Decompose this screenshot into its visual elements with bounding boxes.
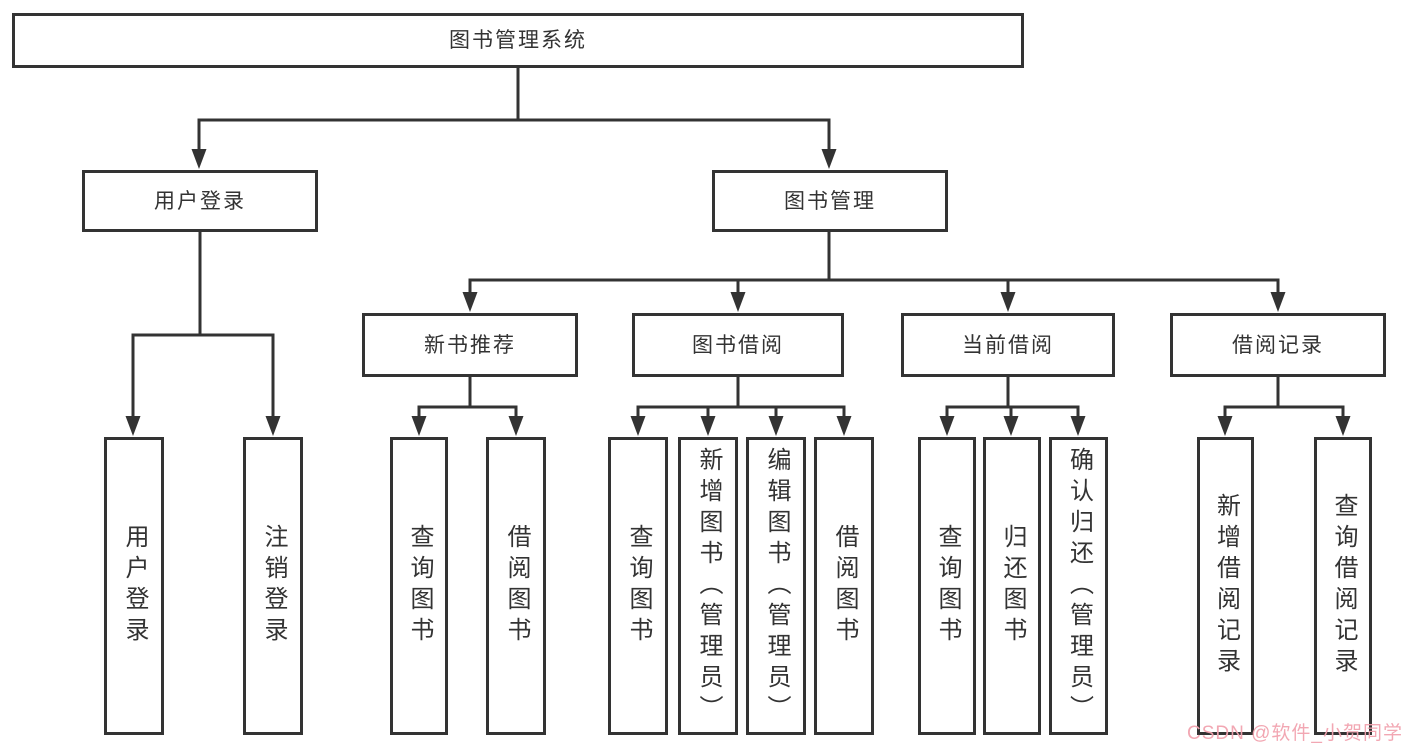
arrowhead-icon: [125, 416, 141, 436]
leaf-user-login: 用户登录: [104, 437, 164, 735]
arrowhead-icon: [836, 416, 852, 436]
leaf-label: 确认归还（管理员）: [1065, 446, 1093, 726]
node-borrow-records: 借阅记录: [1170, 313, 1386, 377]
arrowhead-icon: [1335, 416, 1351, 436]
node-new-book-recommend: 新书推荐: [362, 313, 578, 377]
leaf-confirm-return-admin: 确认归还（管理员）: [1049, 437, 1108, 735]
leaf-logout: 注销登录: [243, 437, 303, 735]
leaf-query-books-recommend: 查询图书: [390, 437, 448, 735]
leaf-query-books-borrow: 查询图书: [608, 437, 668, 735]
arrowhead-icon: [265, 416, 281, 436]
leaf-label: 借阅图书: [831, 524, 858, 648]
arrowhead-icon: [700, 416, 716, 436]
arrowhead-icon: [411, 416, 427, 436]
leaf-label: 编辑图书（管理员）: [763, 446, 790, 726]
node-user-login: 用户登录: [82, 170, 318, 232]
node-label: 借阅记录: [1232, 333, 1324, 357]
leaf-label: 新增借阅记录: [1212, 493, 1240, 679]
node-book-management: 图书管理: [712, 170, 948, 232]
node-label: 图书管理: [784, 189, 876, 213]
arrowhead-icon: [1070, 416, 1086, 436]
leaf-edit-books-admin: 编辑图书（管理员）: [746, 437, 806, 735]
leaf-label: 查询借阅记录: [1330, 493, 1357, 679]
arrowhead-icon: [508, 416, 524, 436]
leaf-label: 借阅图书: [503, 524, 530, 648]
arrowhead-icon: [1217, 416, 1233, 436]
leaf-label: 用户登录: [121, 524, 148, 648]
arrowhead-icon: [939, 416, 955, 436]
arrowhead-icon: [768, 416, 784, 436]
arrowhead-icon: [630, 416, 646, 436]
leaf-borrow-books: 借阅图书: [814, 437, 874, 735]
node-root-system: 图书管理系统: [12, 13, 1024, 68]
leaf-label: 归还图书: [999, 524, 1026, 648]
arrowhead-icon: [191, 149, 207, 169]
node-label: 当前借阅: [962, 333, 1054, 357]
node-root-label: 图书管理系统: [449, 29, 587, 52]
leaf-label: 查询图书: [625, 524, 652, 648]
leaf-label: 注销登录: [260, 524, 287, 648]
arrowhead-icon: [1270, 292, 1286, 312]
node-current-borrow: 当前借阅: [901, 313, 1115, 377]
csdn-watermark: CSDN @软件_小贺同学: [1187, 723, 1403, 744]
arrowhead-icon: [1000, 292, 1016, 312]
node-label: 新书推荐: [424, 333, 516, 357]
leaf-label: 查询图书: [934, 524, 961, 648]
arrowhead-icon: [462, 292, 478, 312]
leaf-label: 查询图书: [406, 524, 433, 648]
node-label: 用户登录: [154, 189, 246, 213]
leaf-borrow-books-recommend: 借阅图书: [486, 437, 546, 735]
arrowhead-icon: [821, 149, 837, 169]
arrowhead-icon: [1003, 416, 1019, 436]
leaf-add-books-admin: 新增图书（管理员）: [678, 437, 738, 735]
leaf-query-books-current: 查询图书: [918, 437, 976, 735]
leaf-query-borrow-record: 查询借阅记录: [1314, 437, 1372, 735]
node-book-borrow: 图书借阅: [632, 313, 844, 377]
leaf-add-borrow-record: 新增借阅记录: [1197, 437, 1254, 735]
leaf-return-books: 归还图书: [983, 437, 1041, 735]
arrowhead-icon: [730, 292, 746, 312]
node-label: 图书借阅: [692, 333, 784, 357]
leaf-label: 新增图书（管理员）: [695, 446, 722, 726]
